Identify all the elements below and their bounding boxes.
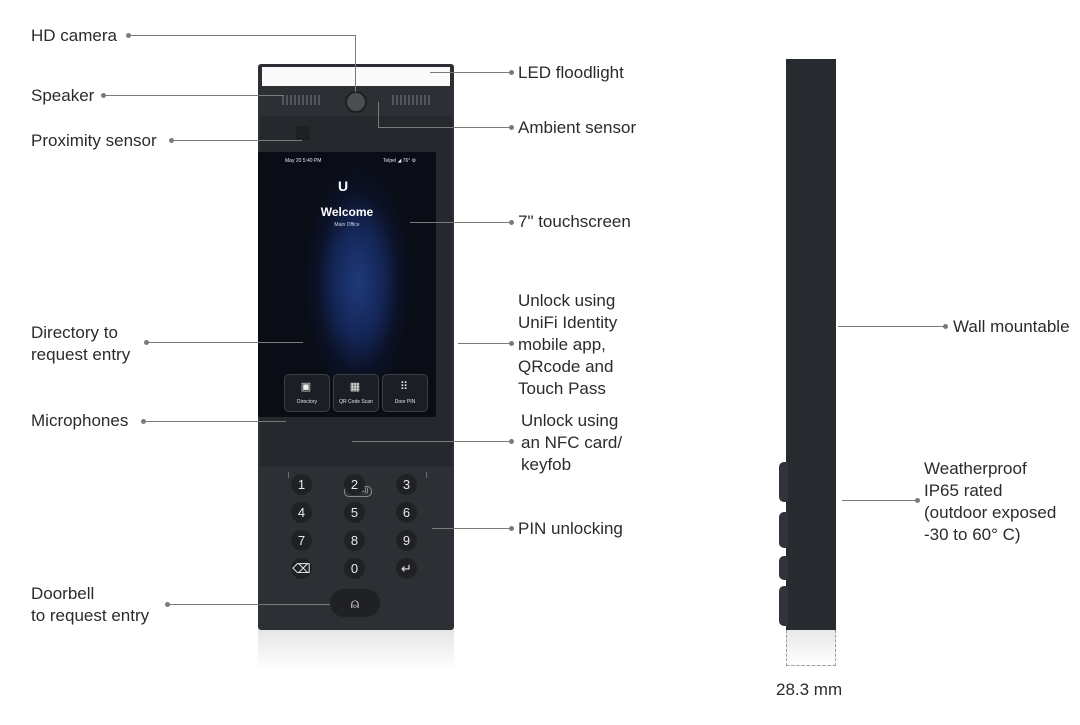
callout-line — [129, 35, 355, 36]
callout-line — [147, 342, 303, 343]
doorbell-button[interactable]: ⍝ — [330, 589, 380, 617]
key-backspace[interactable]: ⌫ — [291, 558, 312, 579]
label-led-floodlight: LED floodlight — [518, 63, 624, 82]
front-glass: May 20 5:40 PM Telpel ◢ 76° ⚙ U Welcome … — [258, 116, 452, 497]
key-1[interactable]: 1 — [291, 474, 312, 495]
callout-line — [838, 326, 944, 327]
touchscreen[interactable]: May 20 5:40 PM Telpel ◢ 76° ⚙ U Welcome … — [258, 152, 436, 417]
key-8[interactable]: 8 — [344, 530, 365, 551]
callout-dot — [101, 93, 106, 98]
speaker-grille-right — [392, 95, 430, 105]
qr-scan-tile[interactable]: ▦ QR Code Scan — [333, 374, 379, 412]
callout-line — [352, 441, 510, 442]
tile-label: Directory — [296, 399, 317, 405]
key-4[interactable]: 4 — [291, 502, 312, 523]
callout-line — [378, 127, 510, 128]
door-pin-tile[interactable]: ⠿ Door PIN — [382, 374, 428, 412]
side-bump — [779, 556, 788, 580]
callout-line — [172, 140, 302, 141]
key-enter[interactable]: ↵ — [396, 558, 417, 579]
tile-label: QR Code Scan — [339, 399, 373, 405]
callout-dot — [509, 220, 514, 225]
callout-dot — [509, 125, 514, 130]
hd-camera — [345, 91, 367, 113]
label-hd-camera: HD camera — [31, 26, 117, 45]
label-unlock-app: Unlock using UniFi Identity mobile app, … — [518, 291, 618, 398]
callout-dot — [915, 498, 920, 503]
key-6[interactable]: 6 — [396, 502, 417, 523]
unifi-logo: U — [338, 178, 349, 194]
callout-line — [410, 222, 510, 223]
key-7[interactable]: 7 — [291, 530, 312, 551]
device-reflection — [258, 630, 454, 670]
callout-dot — [126, 33, 131, 38]
label-weatherproof: Weatherproof IP65 rated (outdoor exposed… — [924, 459, 1057, 544]
callout-dot — [509, 341, 514, 346]
microphone-left — [288, 472, 289, 478]
device-side — [786, 59, 836, 630]
speaker-grille-left — [282, 95, 320, 105]
key-5[interactable]: 5 — [344, 502, 365, 523]
welcome-subtitle: Main Office — [334, 222, 360, 228]
proximity-sensor — [296, 126, 310, 140]
bell-icon: ⍝ — [350, 595, 360, 611]
callout-dot — [509, 526, 514, 531]
side-bump — [779, 512, 788, 548]
label-thickness: 28.3 mm — [776, 680, 843, 699]
label-speaker: Speaker — [31, 86, 95, 105]
label-microphones: Microphones — [31, 411, 129, 430]
callout-dot — [943, 324, 948, 329]
side-bump — [779, 462, 788, 502]
callout-line — [378, 102, 379, 127]
callout-dot — [141, 419, 146, 424]
thickness-marker — [786, 630, 836, 666]
callout-dot — [144, 340, 149, 345]
key-2[interactable]: 2 — [344, 474, 365, 495]
side-bump — [779, 586, 788, 626]
callout-dot — [509, 70, 514, 75]
label-touchscreen: 7" touchscreen — [518, 212, 631, 231]
callout-dot — [509, 439, 514, 444]
key-0[interactable]: 0 — [344, 558, 365, 579]
callout-dot — [165, 602, 170, 607]
label-doorbell: Doorbell to request entry — [31, 584, 150, 625]
tile-label: Door PIN — [394, 399, 416, 405]
label-pin-unlocking: PIN unlocking — [518, 519, 623, 538]
microphone-right — [426, 472, 427, 478]
key-3[interactable]: 3 — [396, 474, 417, 495]
callout-line — [458, 343, 510, 344]
callout-line — [842, 500, 916, 501]
qr-code-icon: ▦ — [349, 381, 361, 393]
device-front: May 20 5:40 PM Telpel ◢ 76° ⚙ U Welcome … — [258, 64, 454, 630]
keypad-icon: ⠿ — [399, 381, 409, 393]
label-proximity-sensor: Proximity sensor — [31, 131, 157, 150]
label-unlock-nfc: Unlock using an NFC card/ keyfob — [521, 411, 623, 474]
callout-line — [430, 72, 510, 73]
screen-datetime: May 20 5:40 PM — [285, 158, 322, 164]
led-floodlight — [262, 67, 450, 86]
label-wall-mountable: Wall mountable — [953, 317, 1070, 336]
directory-tile[interactable]: ▣ Directory — [284, 374, 330, 412]
callout-line — [168, 604, 330, 605]
callout-dot — [169, 138, 174, 143]
key-9[interactable]: 9 — [396, 530, 417, 551]
welcome-title: Welcome — [320, 205, 374, 219]
callout-line — [144, 421, 286, 422]
callout-line — [432, 528, 510, 529]
callout-line — [104, 95, 284, 96]
label-ambient-sensor: Ambient sensor — [518, 118, 637, 137]
label-directory: Directory to request entry — [31, 323, 131, 364]
callout-line — [355, 35, 356, 92]
screen-status: Telpel ◢ 76° ⚙ — [383, 158, 417, 164]
contact-icon: ▣ — [300, 381, 312, 393]
